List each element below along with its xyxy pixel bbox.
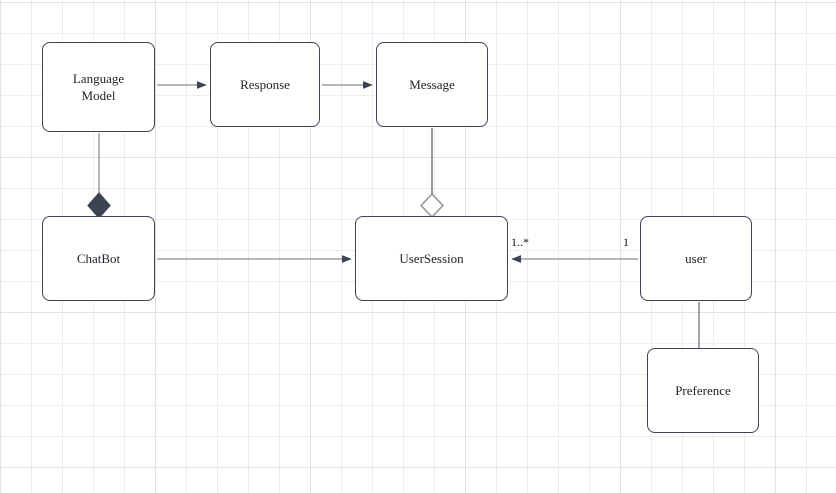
node-message-label: Message <box>409 77 455 92</box>
node-response-label: Response <box>240 77 290 92</box>
node-preference[interactable]: Preference <box>647 348 759 433</box>
node-chatbot[interactable]: ChatBot <box>42 216 155 301</box>
multiplicity-user-end: 1 <box>623 235 629 249</box>
node-chatbot-label: ChatBot <box>76 251 121 266</box>
node-preference-label: Preference <box>675 383 731 398</box>
node-response[interactable]: Response <box>210 42 320 127</box>
node-language-model-label: Language Model <box>72 71 125 103</box>
multiplicity-usersession-end: 1..* <box>511 235 529 249</box>
node-usersession[interactable]: UserSession <box>355 216 508 301</box>
edge-language-model-to-chatbot <box>87 133 111 219</box>
node-language-model[interactable]: Language Model <box>42 42 155 132</box>
node-user-label: user <box>685 251 707 266</box>
node-user[interactable]: user <box>640 216 752 301</box>
hollow-diamond-icon <box>420 192 444 219</box>
filled-diamond-icon <box>87 192 111 219</box>
edge-message-to-usersession <box>420 128 444 219</box>
node-message[interactable]: Message <box>376 42 488 127</box>
node-usersession-label: UserSession <box>399 251 464 266</box>
